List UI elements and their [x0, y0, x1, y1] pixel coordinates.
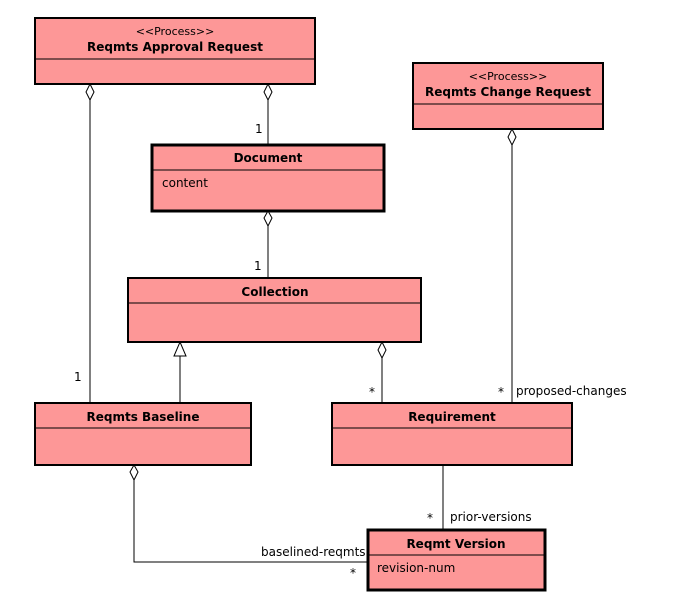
diamond-change-requirement — [507, 127, 517, 147]
diamond-document-collection — [263, 209, 273, 228]
multiplicity-label: 1 — [74, 370, 82, 384]
class-collection[interactable]: Collection — [127, 277, 422, 343]
class-name: Collection — [241, 285, 308, 299]
class-name: Reqmts Change Request — [425, 85, 591, 99]
class-stereotype: <<Process>> — [136, 25, 215, 38]
class-name: Reqmts Baseline — [87, 410, 200, 424]
class-requirement[interactable]: Requirement — [331, 402, 573, 466]
class-reqmts-change-request[interactable]: <<Process>> Reqmts Change Request — [412, 62, 604, 130]
diamond-baseline-version — [129, 463, 139, 482]
association-lines — [89, 100, 513, 563]
class-reqmt-version[interactable]: Reqmt Version revision-num — [366, 528, 547, 592]
generalization-arrowhead — [173, 340, 187, 357]
multiplicity-label: * — [369, 385, 375, 399]
role-label: baselined-reqmts — [261, 545, 366, 559]
association-labels: 1 1 1 * * proposed-changes * prior-versi… — [74, 122, 627, 580]
edge-baseline-version — [133, 480, 368, 563]
class-document[interactable]: Document content — [150, 143, 386, 213]
class-reqmts-approval-request[interactable]: <<Process>> Reqmts Approval Request — [34, 17, 316, 85]
class-reqmts-baseline[interactable]: Reqmts Baseline — [34, 402, 252, 466]
multiplicity-label: 1 — [255, 122, 263, 136]
multiplicity-label: * — [427, 511, 433, 525]
multiplicity-label: * — [350, 566, 356, 580]
role-label: proposed-changes — [516, 384, 627, 398]
class-name: Requirement — [408, 410, 496, 424]
class-name: Reqmt Version — [406, 537, 505, 551]
aggregation-diamonds — [85, 82, 517, 482]
class-stereotype: <<Process>> — [469, 70, 548, 83]
class-attribute: content — [162, 176, 208, 190]
diamond-collection-requirement — [377, 340, 387, 360]
multiplicity-label: * — [498, 385, 504, 399]
diamond-approval-baseline — [85, 82, 95, 102]
diamond-approval-document — [263, 82, 273, 102]
class-attribute: revision-num — [377, 561, 455, 575]
class-name: Reqmts Approval Request — [87, 40, 263, 54]
multiplicity-label: 1 — [254, 259, 262, 273]
role-label: prior-versions — [450, 510, 532, 524]
class-name: Document — [234, 151, 303, 165]
